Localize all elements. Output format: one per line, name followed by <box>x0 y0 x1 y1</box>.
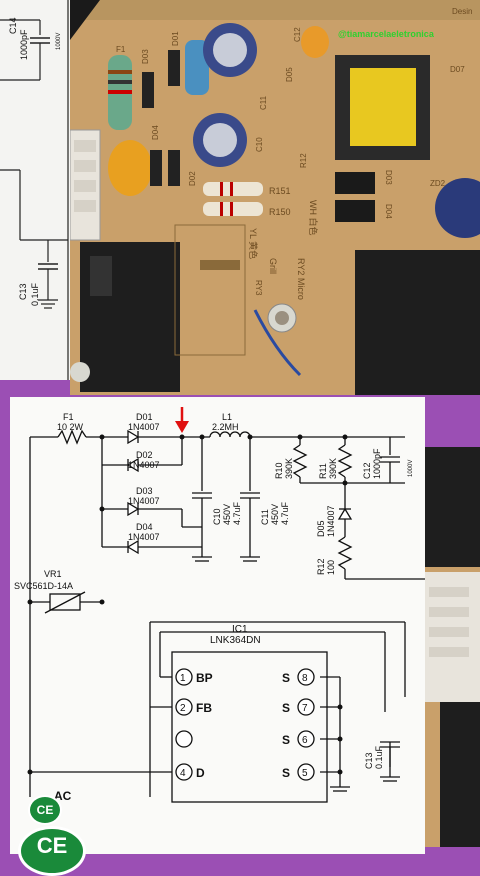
pin-s6-name: S <box>282 733 290 747</box>
c13-label-left: C13 <box>18 283 28 300</box>
l1-value: 2.2MH <box>212 422 239 432</box>
pcb-label-d02: D02 <box>188 171 197 186</box>
schematic-diagram: F1 10 2W D01 1N4007 D02 1N4007 D03 1N400… <box>10 397 425 854</box>
pcb-label-r151: R151 <box>269 186 291 196</box>
d04-value: 1N4007 <box>128 532 160 542</box>
pin-7-number: 7 <box>302 703 308 714</box>
pin-s7-name: S <box>282 701 290 715</box>
watermark-text: @tiamarcelaeletronica <box>338 29 435 39</box>
r12-value: 100 <box>326 560 336 575</box>
pcb-label-yl: YL 黄色 <box>248 228 259 259</box>
pcb-label-r150: R150 <box>269 207 291 217</box>
r10-label: R10 <box>274 462 284 479</box>
c11-voltage: 450V <box>270 504 280 525</box>
c13-value: 0.1uF <box>374 745 384 769</box>
ic1-label: IC1 <box>232 624 248 635</box>
c12-label: C12 <box>362 462 372 479</box>
r10-value: 390K <box>284 458 294 479</box>
pcb-photo: @tiamarcelaeletronica Desin F1 D03 D01 C… <box>70 0 480 395</box>
vr1-label: VR1 <box>44 569 62 579</box>
channel-logo-small[interactable]: CE <box>28 795 62 825</box>
pin-fb-name: FB <box>196 701 212 715</box>
d05-value: 1N4007 <box>326 505 336 537</box>
d05-label: D05 <box>316 520 326 537</box>
channel-logo[interactable]: CE <box>18 826 86 876</box>
pcb-label-f1: F1 <box>116 45 126 54</box>
pin-bp-name: BP <box>196 671 213 685</box>
d01-label: D01 <box>136 412 153 422</box>
pin-6-number: 6 <box>302 735 308 746</box>
f1-value: 10 2W <box>57 422 84 432</box>
c12-value: 1000pF <box>372 448 382 479</box>
c14-value: 1000pF <box>19 29 29 60</box>
pin-s8-name: S <box>282 671 290 685</box>
left-schematic-fragment: C14 1000pF 1000V C13 0.1uF <box>0 0 72 380</box>
vr1-value: SVC561D-14A <box>14 581 73 591</box>
pin-d-name: D <box>196 766 205 780</box>
pin-s5-name: S <box>282 766 290 780</box>
c10-voltage: 450V <box>222 504 232 525</box>
d02-label: D02 <box>136 450 153 460</box>
pcb-label-wh: WH 白色 <box>308 200 319 236</box>
pcb-photo-fragment <box>425 447 480 847</box>
d03-label: D03 <box>136 486 153 496</box>
pcb-label-d03: D03 <box>141 49 150 64</box>
pin-2-number: 2 <box>180 703 186 714</box>
c14-voltage: 1000V <box>56 33 62 50</box>
pcb-label-desin: Desin <box>452 7 472 16</box>
pin-4-number: 4 <box>180 768 186 779</box>
c12-voltage: 1000V <box>408 460 414 477</box>
pin-8-number: 8 <box>302 673 308 684</box>
pcb-label-d05: D05 <box>285 67 294 82</box>
ic1-value: LNK364DN <box>210 635 261 646</box>
pin-1-number: 1 <box>180 673 186 684</box>
pcb-label-d07: D07 <box>450 65 465 74</box>
logo-text-small: CE <box>36 803 54 817</box>
d02-value: 1N4007 <box>128 460 160 470</box>
c10-value: 4.7uF <box>232 501 242 525</box>
relay-ry2 <box>355 250 480 395</box>
red-arrow-icon <box>175 407 189 433</box>
pcb-label-r12: R12 <box>299 153 308 168</box>
pcb-label-c12: C12 <box>293 27 302 42</box>
pcb-label-d01: D01 <box>171 31 180 46</box>
pcb-label-d03b: D03 <box>384 170 393 185</box>
pcb-label-d04: D04 <box>151 125 160 140</box>
d01-value: 1N4007 <box>128 422 160 432</box>
c13-label: C13 <box>364 752 374 769</box>
r12-label: R12 <box>316 558 326 575</box>
ac-label: AC <box>54 789 72 803</box>
pcb-label-c11: C11 <box>259 95 268 110</box>
d03-value: 1N4007 <box>128 496 160 506</box>
r11-label: R11 <box>318 463 328 479</box>
logo-text: CE <box>36 833 68 858</box>
pcb-label-ry2: RY2 Micro <box>296 258 306 300</box>
varistor-vr1 <box>108 140 152 196</box>
c14-label: C14 <box>8 17 18 34</box>
l1-label: L1 <box>222 412 232 422</box>
c11-label: C11 <box>260 509 270 525</box>
pin-5-number: 5 <box>302 768 308 779</box>
r11-value: 390K <box>328 458 338 479</box>
f1-label: F1 <box>63 412 74 422</box>
c11-value: 4.7uF <box>280 501 290 525</box>
pcb-label-zd2: ZD2 <box>430 179 446 188</box>
pcb-label-d04b: D04 <box>384 204 393 219</box>
c13-value-left: 0.1uF <box>30 282 40 306</box>
pcb-label-ry3: RY3 <box>254 280 263 296</box>
c10-label: C10 <box>212 508 222 525</box>
d04-label: D04 <box>136 522 153 532</box>
pcb-label-grill: Grill <box>268 258 278 274</box>
pcb-label-c10: C10 <box>255 137 264 152</box>
